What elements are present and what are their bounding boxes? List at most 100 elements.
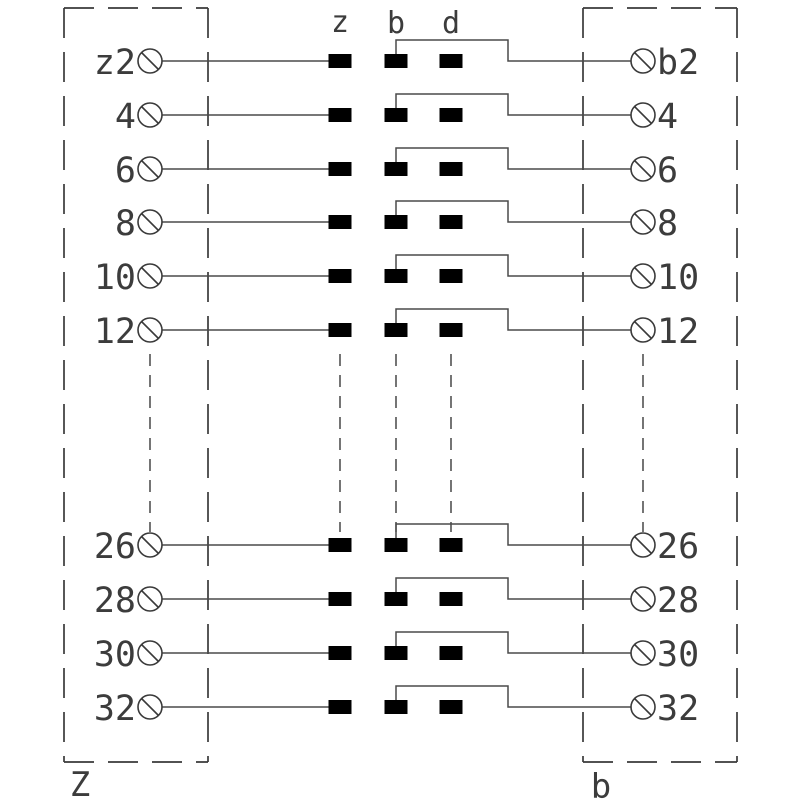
terminal-slash-icon [140, 697, 160, 717]
terminal-slash-icon [140, 212, 160, 232]
left-pin-label: 12 [94, 312, 136, 352]
pad-d-icon [439, 54, 463, 68]
right-pin-label: 10 [657, 258, 699, 298]
right-terminal-icon [630, 102, 656, 128]
jumper-wire [395, 93, 631, 116]
terminal-slash-icon [633, 51, 653, 71]
connection-row: 28 28 [94, 577, 699, 621]
right-pin-label: 26 [657, 527, 699, 567]
left-terminal-icon [137, 532, 163, 558]
right-terminal-icon [630, 532, 656, 558]
left-pin-label: z2 [94, 43, 136, 83]
pad-d-icon [439, 323, 463, 337]
pad-b-icon [384, 269, 408, 283]
terminal-slash-icon [633, 105, 653, 125]
pad-d-icon [439, 700, 463, 714]
right-enclosure-bracket [582, 7, 738, 763]
left-pin-label: 32 [94, 689, 136, 729]
connection-row: 32 32 [94, 685, 699, 729]
right-terminal-icon [630, 263, 656, 289]
left-pin-label: 6 [115, 151, 136, 191]
pad-z-icon [328, 269, 352, 283]
jumper-wire [395, 254, 631, 277]
terminal-slash-icon [633, 697, 653, 717]
pad-b-icon [384, 323, 408, 337]
pad-d-icon [439, 108, 463, 122]
left-pin-label: 8 [115, 204, 136, 244]
right-pin-label: 30 [657, 635, 699, 675]
left-pin-label: 30 [94, 635, 136, 675]
pad-b-icon [384, 700, 408, 714]
jumper-wire [395, 200, 631, 223]
terminal-slash-icon [140, 320, 160, 340]
right-terminal-icon [630, 317, 656, 343]
left-bracket-label: Z [70, 765, 90, 800]
left-terminal-icon [137, 586, 163, 612]
terminal-slash-icon [140, 643, 160, 663]
pad-b-icon [384, 646, 408, 660]
pad-z-icon [328, 215, 352, 229]
pad-z-icon [328, 54, 352, 68]
terminal-slash-icon [633, 643, 653, 663]
pad-b-icon [384, 592, 408, 606]
terminal-slash-icon [140, 589, 160, 609]
terminal-slash-icon [633, 535, 653, 555]
pad-b-icon [384, 215, 408, 229]
terminal-slash-icon [633, 589, 653, 609]
pad-z-icon [328, 700, 352, 714]
right-pin-label: b2 [657, 43, 699, 83]
right-pin-label: 32 [657, 689, 699, 729]
pad-b-icon [384, 538, 408, 552]
pad-z-icon [328, 108, 352, 122]
right-pin-label: 8 [657, 204, 678, 244]
pad-z-icon [328, 162, 352, 176]
right-bracket-label: b [591, 767, 611, 800]
jumper-wire [395, 523, 631, 546]
right-pin-label: 4 [657, 97, 678, 137]
right-pin-label: 12 [657, 312, 699, 352]
connection-row: 30 30 [94, 631, 699, 675]
jumper-wire [395, 308, 631, 331]
pad-d-icon [439, 162, 463, 176]
row-continuation-dashes [149, 354, 644, 532]
pad-b-icon [384, 54, 408, 68]
pad-z-icon [328, 646, 352, 660]
terminal-slash-icon [633, 320, 653, 340]
pad-b-icon [384, 162, 408, 176]
pad-d-icon [439, 592, 463, 606]
pad-d-icon [439, 269, 463, 283]
pad-d-icon [439, 538, 463, 552]
left-pin-label: 28 [94, 581, 136, 621]
right-terminal-icon [630, 586, 656, 612]
left-terminal-icon [137, 640, 163, 666]
terminal-slash-icon [140, 51, 160, 71]
column-header-b: b [387, 6, 405, 41]
right-terminal-icon [630, 48, 656, 74]
right-terminal-icon [630, 156, 656, 182]
left-terminal-icon [137, 209, 163, 235]
terminal-slash-icon [633, 212, 653, 232]
right-terminal-icon [630, 209, 656, 235]
pad-z-icon [328, 592, 352, 606]
terminal-slash-icon [140, 535, 160, 555]
terminal-slash-icon [633, 159, 653, 179]
right-pin-label: 28 [657, 581, 699, 621]
terminal-slash-icon [140, 266, 160, 286]
pad-b-icon [384, 108, 408, 122]
jumper-wire [395, 39, 631, 62]
left-terminal-icon [137, 48, 163, 74]
left-terminal-icon [137, 694, 163, 720]
pad-z-icon [328, 538, 352, 552]
right-terminal-icon [630, 694, 656, 720]
left-pin-label: 4 [115, 97, 136, 137]
terminal-slash-icon [140, 159, 160, 179]
jumper-wire [395, 577, 631, 600]
left-terminal-icon [137, 317, 163, 343]
